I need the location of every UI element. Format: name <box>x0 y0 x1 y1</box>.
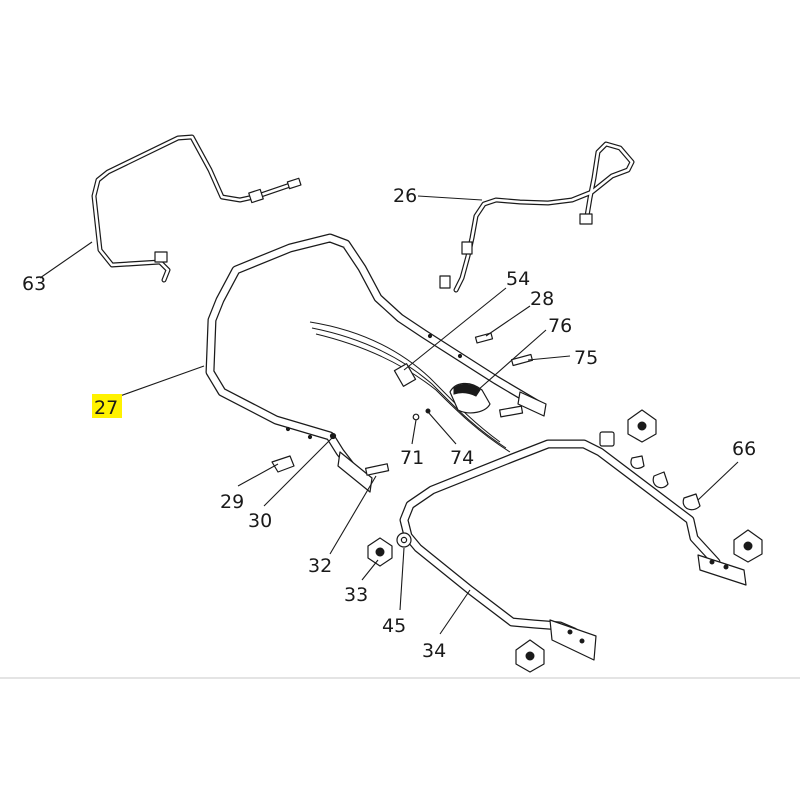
part-75-bolt <box>510 353 534 367</box>
label-75: 75 <box>574 347 598 369</box>
label-54: 54 <box>506 268 530 290</box>
label-63: 63 <box>22 273 46 295</box>
label-27-highlight <box>92 394 122 418</box>
part-labels: 63 26 27 54 28 76 75 71 74 66 29 30 32 3… <box>22 185 756 662</box>
part-45-washer <box>396 532 412 548</box>
handle-knob <box>515 639 545 673</box>
part-76-throttle-lever <box>449 382 524 418</box>
part-66-cable-clip <box>630 455 645 470</box>
part-66-cable-clip <box>599 431 615 447</box>
part-32-bolt <box>365 463 390 476</box>
label-74: 74 <box>450 447 474 469</box>
part-28-bolt <box>474 332 494 344</box>
part-74-screw <box>425 408 431 414</box>
label-33: 33 <box>344 584 368 606</box>
part-26-drive-bail <box>439 141 635 293</box>
label-71: 71 <box>400 447 424 469</box>
part-34-lower-handle <box>399 439 747 661</box>
label-76: 76 <box>548 315 572 337</box>
label-45: 45 <box>382 615 406 637</box>
part-66-cable-clip <box>652 471 669 489</box>
part-66-cable-clip <box>682 493 701 511</box>
label-32: 32 <box>308 555 332 577</box>
label-66: 66 <box>732 438 756 460</box>
label-29: 29 <box>220 491 244 513</box>
part-71-nut <box>412 413 420 421</box>
part-33-knob <box>367 537 393 567</box>
label-26: 26 <box>393 185 417 207</box>
label-30: 30 <box>248 510 272 532</box>
leader-lines <box>39 195 739 635</box>
part-63-bail-lever <box>91 134 302 283</box>
part-27-upper-handle <box>205 233 547 493</box>
part-54-cable <box>309 321 511 453</box>
handle-knob <box>733 529 763 563</box>
part-29-clip <box>271 455 295 473</box>
label-28: 28 <box>530 288 554 310</box>
part-30-washer <box>329 432 337 440</box>
handle-knob <box>627 409 657 443</box>
label-27: 27 <box>94 397 118 419</box>
label-34: 34 <box>422 640 446 662</box>
